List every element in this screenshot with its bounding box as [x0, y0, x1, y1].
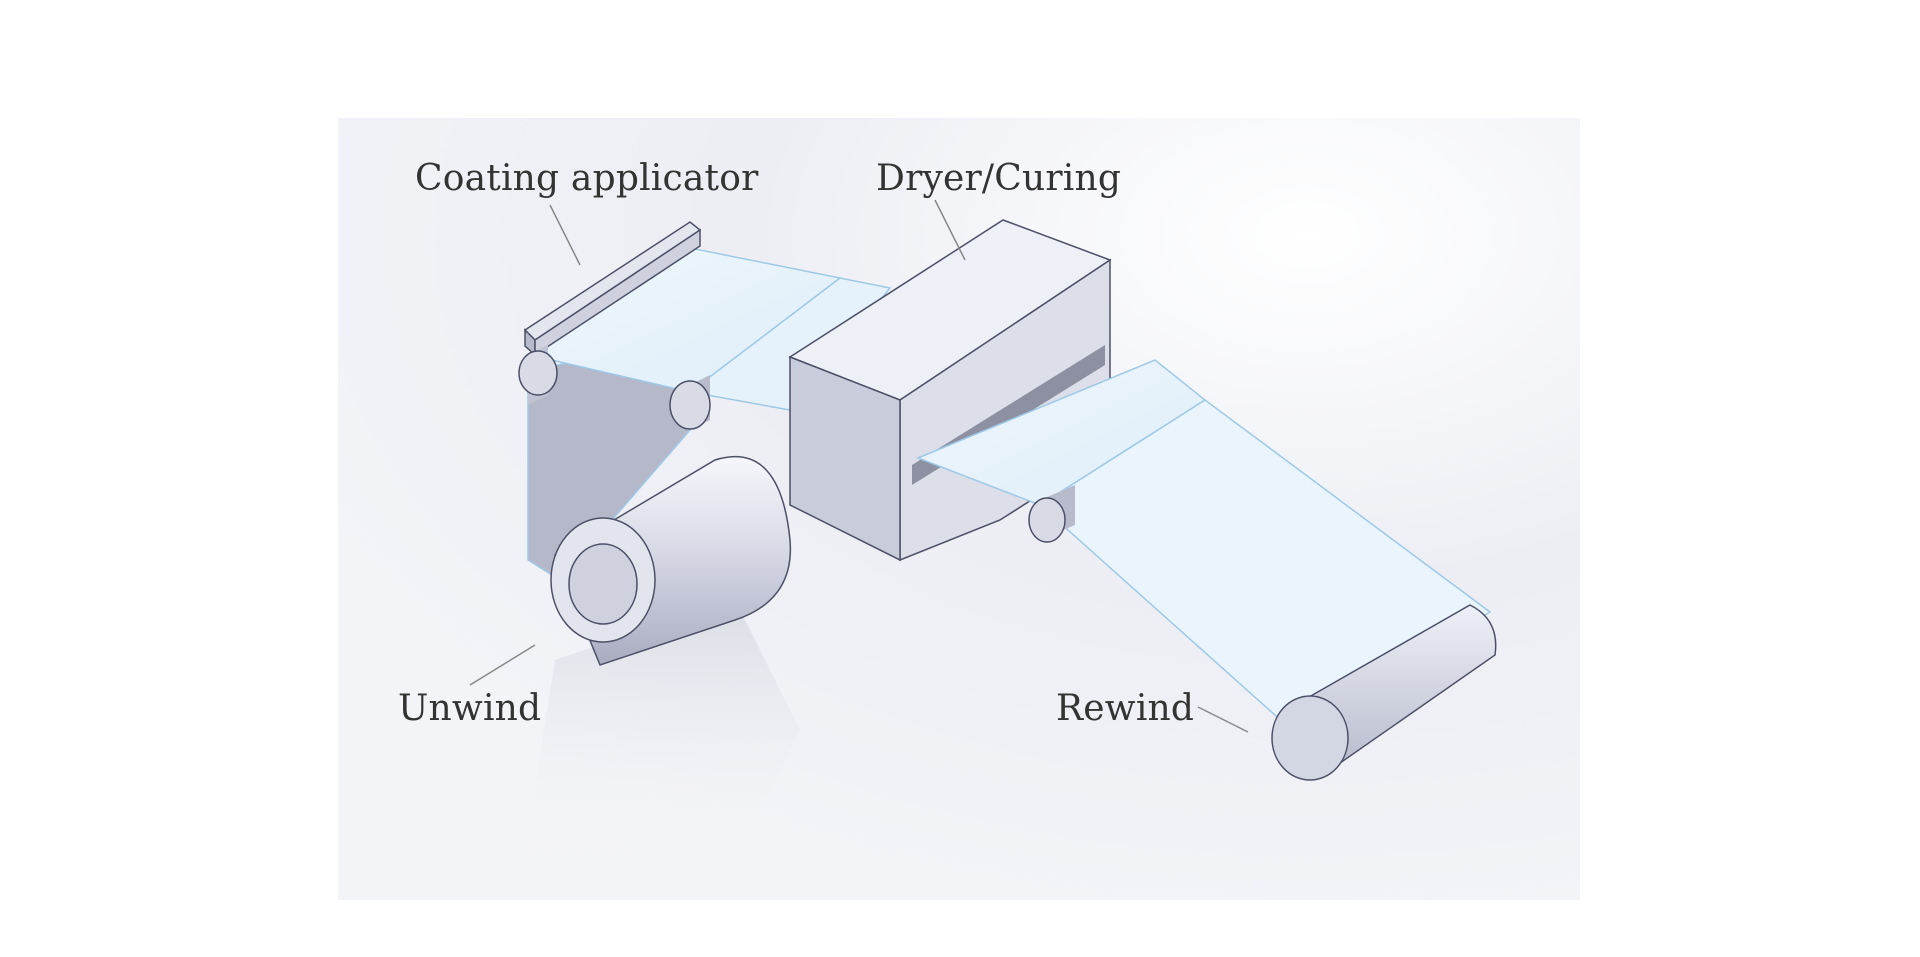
- unwind-roll: [550, 455, 792, 666]
- leader-coating-applicator: [549, 204, 581, 266]
- label-dryer-curing: Dryer/Curing: [876, 158, 1122, 199]
- label-rewind: Rewind: [1056, 688, 1195, 729]
- coating-applicator-bar: [523, 221, 702, 357]
- leader-rewind: [1197, 706, 1249, 733]
- guide-roller-1: [669, 375, 711, 430]
- guide-roller-2: [1028, 485, 1075, 543]
- leader-unwind: [469, 644, 536, 686]
- applicator-roller: [518, 345, 558, 405]
- unwind-reflection: [520, 600, 800, 880]
- label-coating-applicator: Coating applicator: [415, 158, 759, 199]
- leader-dryer-curing: [934, 199, 966, 261]
- dryer-curing-box: [788, 219, 1112, 562]
- web-to-dryer: [688, 277, 892, 411]
- web-to-rewind: [1038, 399, 1492, 734]
- label-unwind: Unwind: [398, 688, 542, 729]
- rewind-roll: [1271, 604, 1497, 781]
